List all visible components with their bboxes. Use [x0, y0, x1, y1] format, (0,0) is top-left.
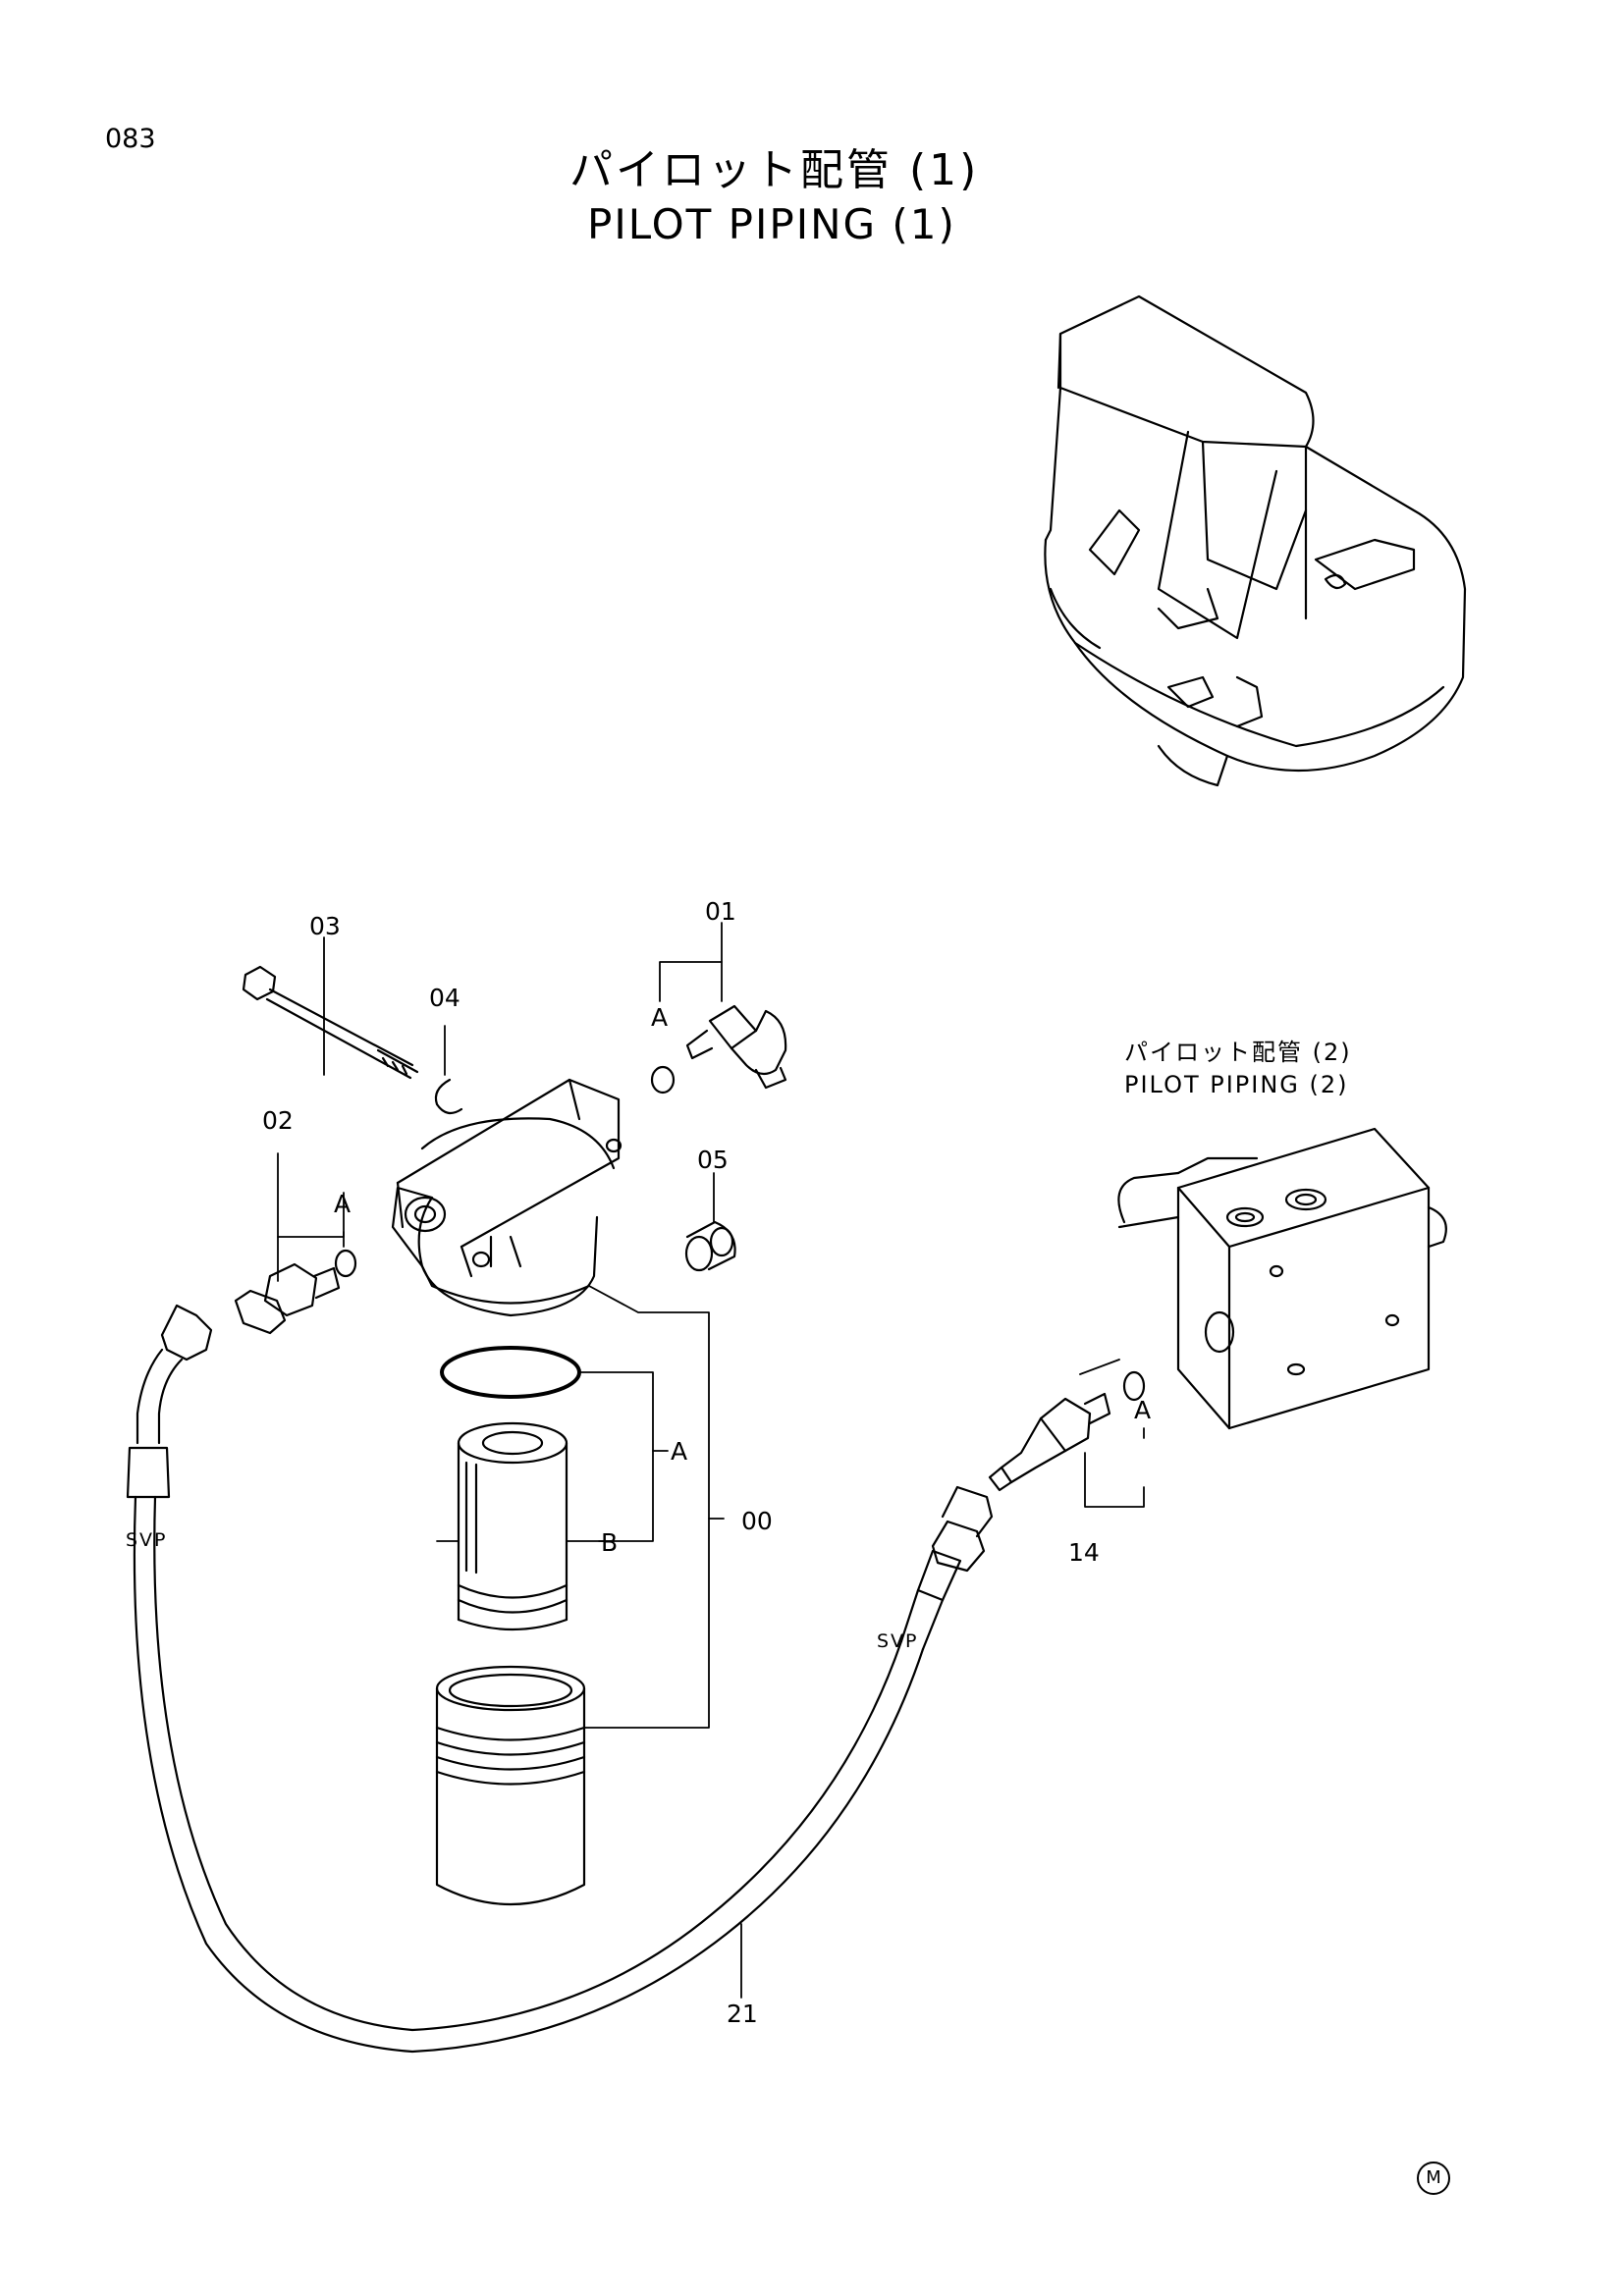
- callout-04: 04: [429, 984, 460, 1012]
- elbow-fitting-01: [650, 1004, 787, 1095]
- callout-00: 00: [741, 1507, 773, 1535]
- filter-case: [435, 1665, 586, 1905]
- machine-cab-inset: [1044, 294, 1467, 787]
- pilot-valve-block: [1117, 1127, 1447, 1430]
- kit-label-a-14: A: [1134, 1396, 1151, 1424]
- kit-label-b-00: B: [601, 1528, 618, 1557]
- reference-title-english: PILOT PIPING (2): [1124, 1071, 1349, 1098]
- bushing-05: [684, 1220, 736, 1272]
- filter-element: [457, 1421, 568, 1631]
- callout-05: 05: [697, 1146, 729, 1174]
- o-ring: [440, 1346, 581, 1399]
- kit-label-a-02: A: [334, 1190, 351, 1218]
- callout-03: 03: [309, 912, 341, 940]
- filter-head: [391, 1078, 623, 1317]
- bolt-03: [242, 965, 419, 1080]
- hose-mark-svp-right: SVP: [877, 1630, 919, 1652]
- callout-21: 21: [727, 2000, 758, 2028]
- page-title-japanese: パイロット配管 (1): [569, 145, 980, 195]
- reference-title-japanese: パイロット配管 (2): [1124, 1039, 1352, 1066]
- page-number: 083: [105, 124, 156, 154]
- callout-02: 02: [262, 1106, 294, 1135]
- elbow-fitting-14: [988, 1370, 1146, 1492]
- callout-01: 01: [705, 897, 736, 926]
- kit-label-a-00: A: [671, 1437, 687, 1466]
- callout-14: 14: [1068, 1538, 1100, 1567]
- kit-label-a-01: A: [651, 1003, 668, 1032]
- page-title-english: PILOT PIPING (1): [587, 200, 956, 248]
- leader-lines: [277, 922, 1145, 1999]
- manufacturer-mark: M: [1417, 2162, 1450, 2195]
- adapter-fitting-02: [234, 1249, 357, 1335]
- hose-21: [126, 1304, 994, 2054]
- hose-mark-svp-left: SVP: [126, 1529, 168, 1551]
- snap-ring-04: [434, 1078, 463, 1115]
